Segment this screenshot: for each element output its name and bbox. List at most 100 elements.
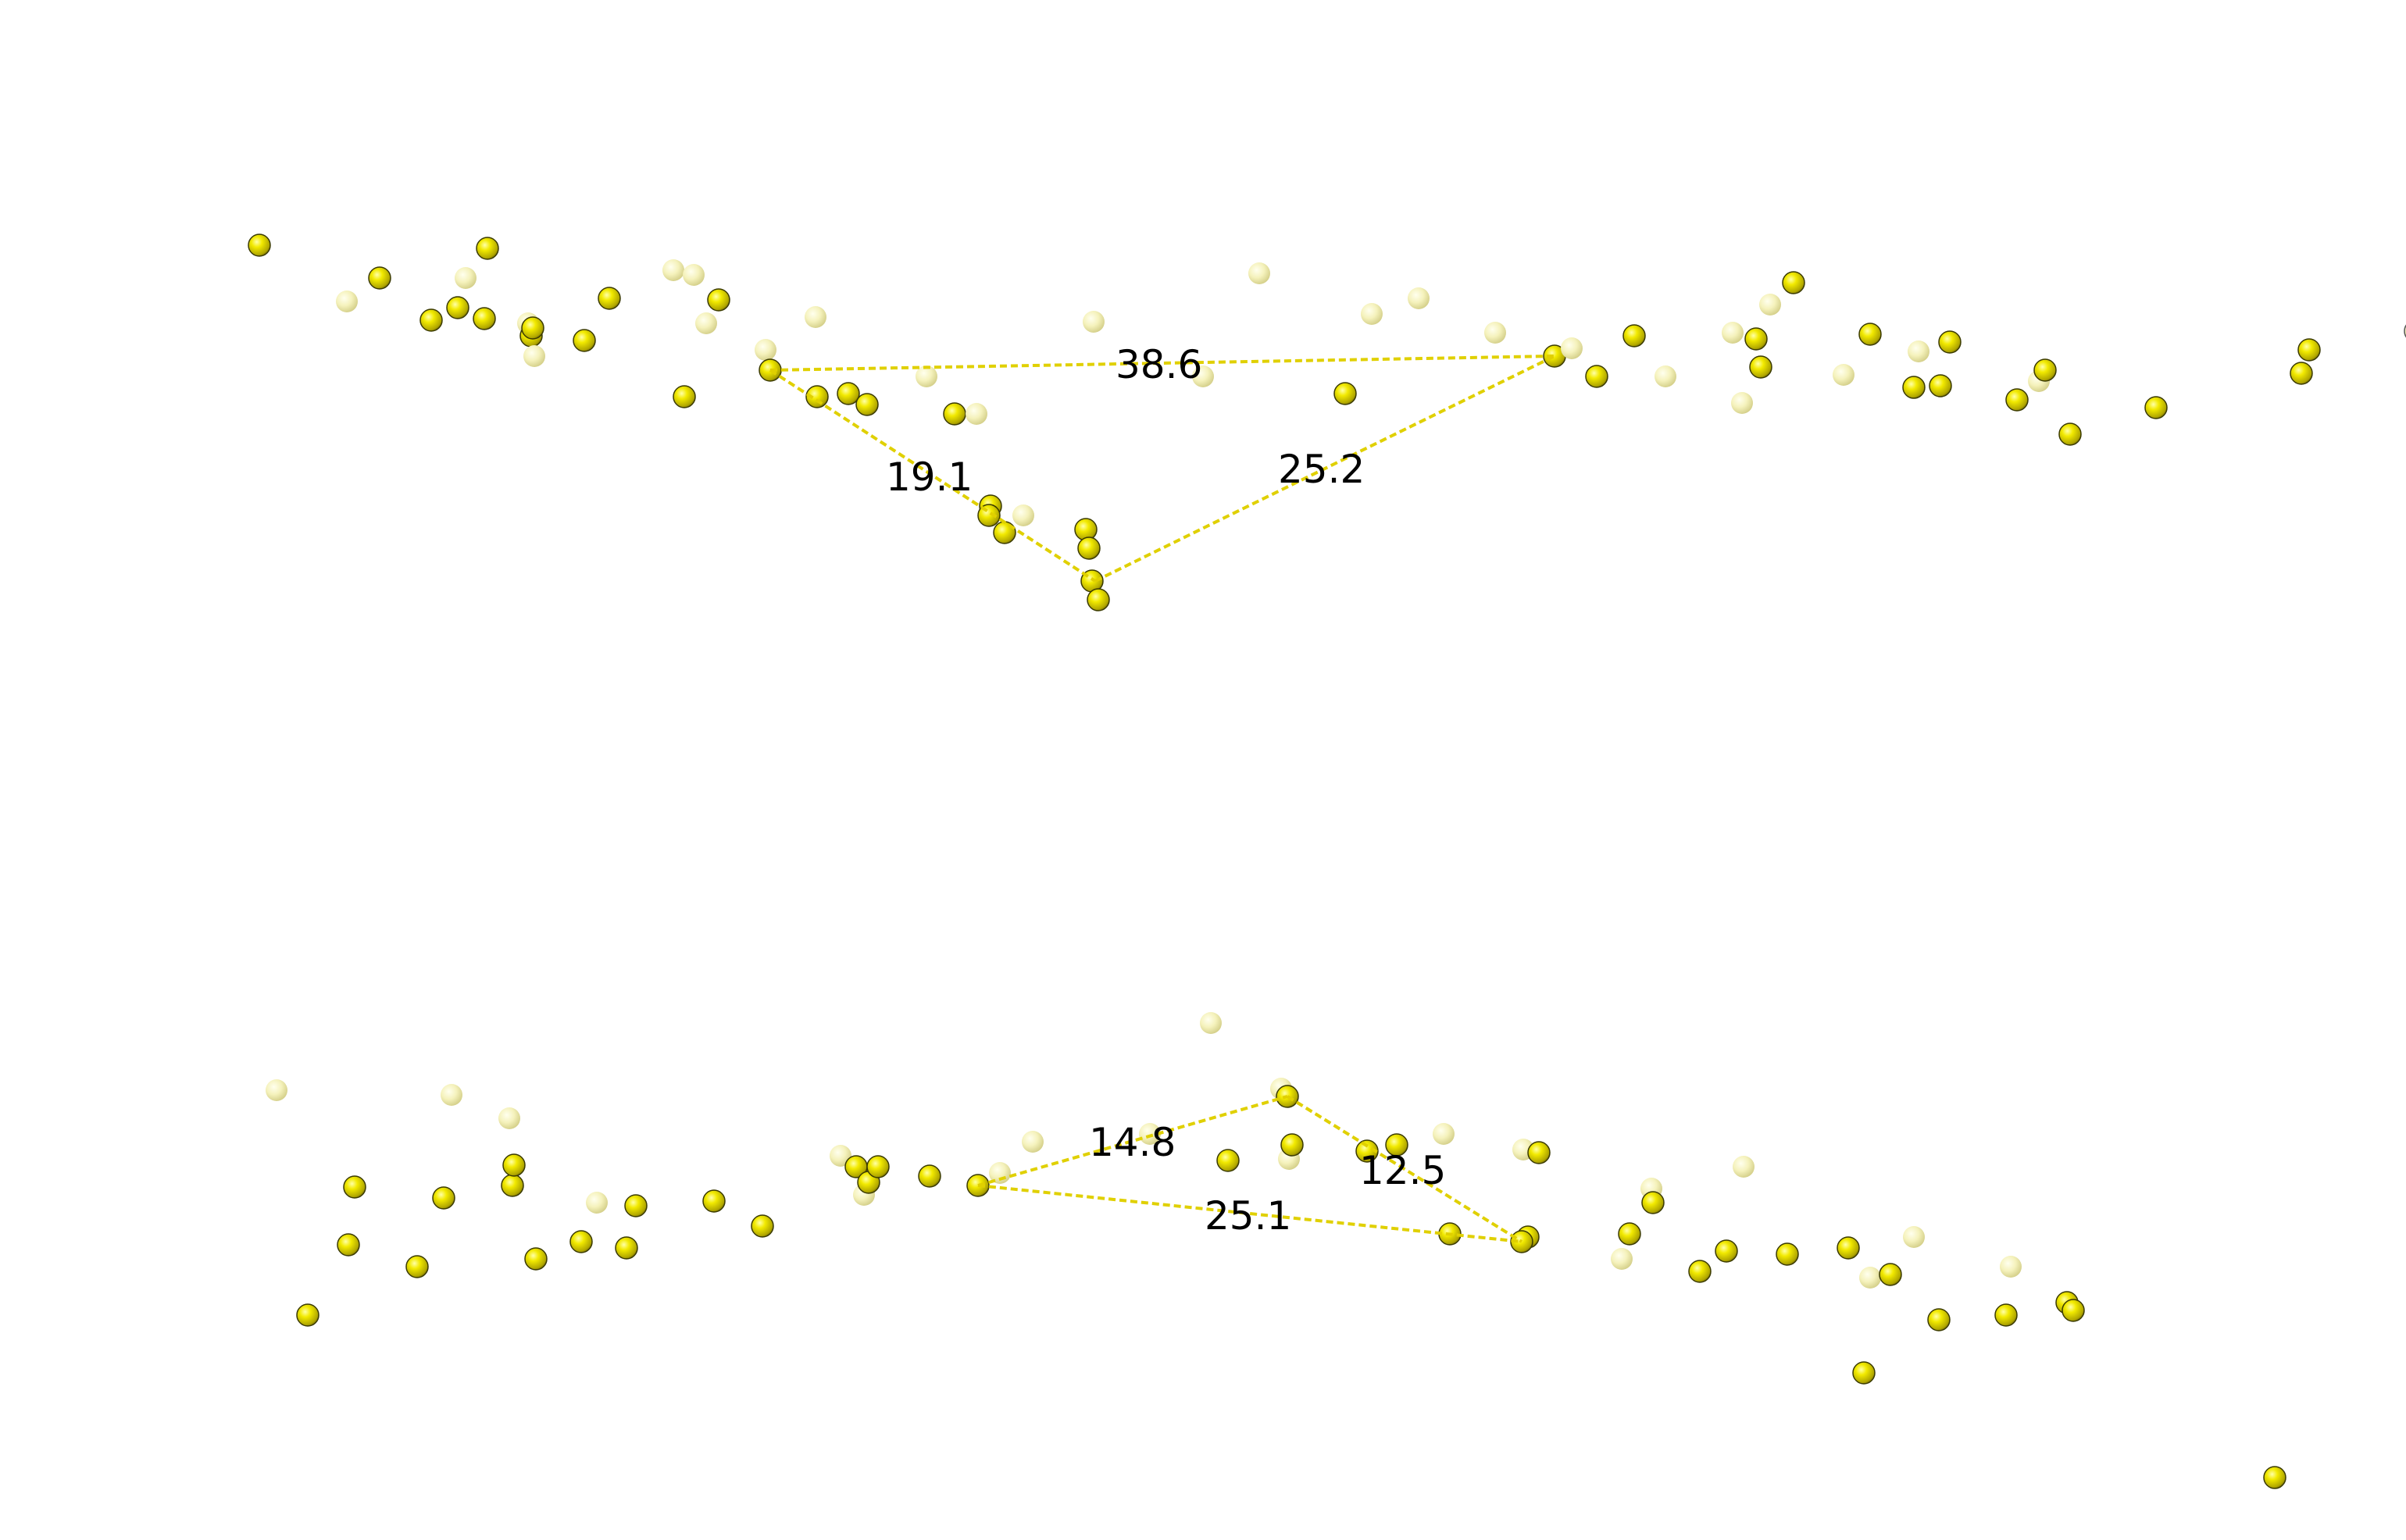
atom-sphere[interactable] <box>2290 362 2313 385</box>
atom-sphere[interactable] <box>683 264 705 286</box>
atom-sphere[interactable] <box>916 365 937 387</box>
atom-sphere[interactable] <box>2263 1466 2286 1489</box>
atom-sphere[interactable] <box>1929 374 1952 397</box>
atom-sphere[interactable] <box>1139 1123 1161 1145</box>
atom-sphere[interactable] <box>296 1303 319 1327</box>
atom-sphere[interactable] <box>598 287 621 310</box>
atom-sphere[interactable] <box>1655 365 1676 387</box>
atom-sphere[interactable] <box>1908 340 1929 362</box>
atom-sphere[interactable] <box>1484 322 1506 344</box>
atom-sphere[interactable] <box>918 1164 941 1188</box>
atom-sphere[interactable] <box>707 288 730 312</box>
atom-sphere[interactable] <box>755 339 776 361</box>
atom-sphere[interactable] <box>1618 1222 1641 1246</box>
atom-sphere[interactable] <box>695 312 717 334</box>
atom-sphere[interactable] <box>1333 382 1357 405</box>
atom-sphere[interactable] <box>805 306 826 328</box>
atom-sphere[interactable] <box>1938 330 1962 354</box>
atom-sphere[interactable] <box>1852 1361 1876 1385</box>
atom-sphere[interactable] <box>993 521 1016 544</box>
atom-sphere[interactable] <box>1012 504 1034 526</box>
atom-sphere[interactable] <box>1733 1156 1755 1178</box>
atom-sphere[interactable] <box>830 1145 851 1167</box>
atom-sphere[interactable] <box>266 1079 287 1101</box>
atom-sphere[interactable] <box>1749 355 1772 379</box>
atom-sphere[interactable] <box>1192 365 1214 387</box>
atom-sphere[interactable] <box>1083 311 1105 333</box>
atom-sphere[interactable] <box>1994 1303 2018 1327</box>
atom-sphere[interactable] <box>248 233 271 257</box>
atom-sphere[interactable] <box>446 296 469 319</box>
atom-sphere[interactable] <box>673 385 696 408</box>
atom-sphere[interactable] <box>1527 1141 1551 1164</box>
atom-sphere[interactable] <box>1561 337 1583 359</box>
atom-sphere[interactable] <box>866 1155 890 1178</box>
atom-sphere[interactable] <box>1074 518 1098 541</box>
atom-sphere[interactable] <box>1859 1267 1881 1289</box>
atom-sphere[interactable] <box>524 1247 548 1271</box>
atom-sphere[interactable] <box>2297 338 2321 362</box>
atom-sphere[interactable] <box>1622 324 1646 348</box>
atom-sphere[interactable] <box>573 329 596 352</box>
atom-sphere[interactable] <box>1200 1012 1222 1034</box>
atom-sphere[interactable] <box>405 1255 429 1278</box>
atom-sphere[interactable] <box>1641 1191 1665 1214</box>
atom-sphere[interactable] <box>1355 1139 1379 1163</box>
atom-sphere[interactable] <box>441 1084 462 1106</box>
atom-sphere[interactable] <box>1408 287 1430 309</box>
atom-sphere[interactable] <box>943 402 966 426</box>
atom-sphere[interactable] <box>337 1233 360 1257</box>
atom-sphere[interactable] <box>966 403 987 425</box>
atom-sphere[interactable] <box>2058 422 2082 446</box>
atom-sphere[interactable] <box>455 267 477 289</box>
atom-sphere[interactable] <box>1611 1248 1633 1270</box>
atom-sphere[interactable] <box>1216 1149 1240 1172</box>
atom-sphere[interactable] <box>476 237 499 260</box>
atom-sphere[interactable] <box>2005 388 2029 412</box>
atom-sphere[interactable] <box>1759 294 1781 315</box>
atom-sphere[interactable] <box>1722 322 1744 344</box>
atom-sphere[interactable] <box>523 345 545 367</box>
atom-sphere[interactable] <box>702 1189 726 1213</box>
atom-sphere[interactable] <box>2062 1299 2085 1322</box>
atom-sphere[interactable] <box>1077 537 1101 560</box>
atom-sphere[interactable] <box>521 316 544 340</box>
atom-sphere[interactable] <box>1087 588 1110 611</box>
atom-sphere[interactable] <box>501 1174 524 1197</box>
atom-sphere[interactable] <box>1776 1242 1799 1266</box>
atom-sphere[interactable] <box>1903 1226 1925 1248</box>
atom-sphere[interactable] <box>419 308 443 332</box>
atom-sphere[interactable] <box>1385 1133 1408 1157</box>
atom-sphere[interactable] <box>1744 327 1768 351</box>
atom-sphere[interactable] <box>343 1175 366 1199</box>
atom-sphere[interactable] <box>1731 392 1753 414</box>
atom-sphere[interactable] <box>1837 1236 1860 1260</box>
atom-sphere[interactable] <box>1688 1260 1712 1283</box>
atom-sphere[interactable] <box>2000 1256 2022 1278</box>
atom-sphere[interactable] <box>751 1214 774 1238</box>
atom-sphere[interactable] <box>837 382 860 405</box>
atom-sphere[interactable] <box>1022 1131 1044 1153</box>
atom-sphere[interactable] <box>1833 364 1854 386</box>
atom-sphere[interactable] <box>1858 323 1882 346</box>
atom-sphere[interactable] <box>1715 1239 1738 1263</box>
atom-sphere[interactable] <box>569 1230 593 1253</box>
atom-sphere[interactable] <box>502 1153 526 1177</box>
atom-sphere[interactable] <box>805 385 829 408</box>
atom-sphere[interactable] <box>615 1236 638 1260</box>
atom-sphere[interactable] <box>473 307 496 330</box>
atom-sphere[interactable] <box>1248 262 1270 284</box>
atom-sphere[interactable] <box>855 393 879 416</box>
atom-sphere[interactable] <box>1879 1263 1902 1286</box>
atom-sphere[interactable] <box>1782 271 1805 294</box>
atom-sphere[interactable] <box>2144 396 2168 419</box>
atom-sphere[interactable] <box>1902 376 1926 399</box>
atom-sphere[interactable] <box>498 1107 520 1129</box>
atom-sphere[interactable] <box>432 1186 455 1210</box>
atom-sphere[interactable] <box>1433 1123 1455 1145</box>
atom-sphere[interactable] <box>1927 1308 1951 1331</box>
atom-sphere[interactable] <box>336 291 358 312</box>
atom-sphere[interactable] <box>2033 358 2057 382</box>
atom-sphere[interactable] <box>624 1194 648 1217</box>
